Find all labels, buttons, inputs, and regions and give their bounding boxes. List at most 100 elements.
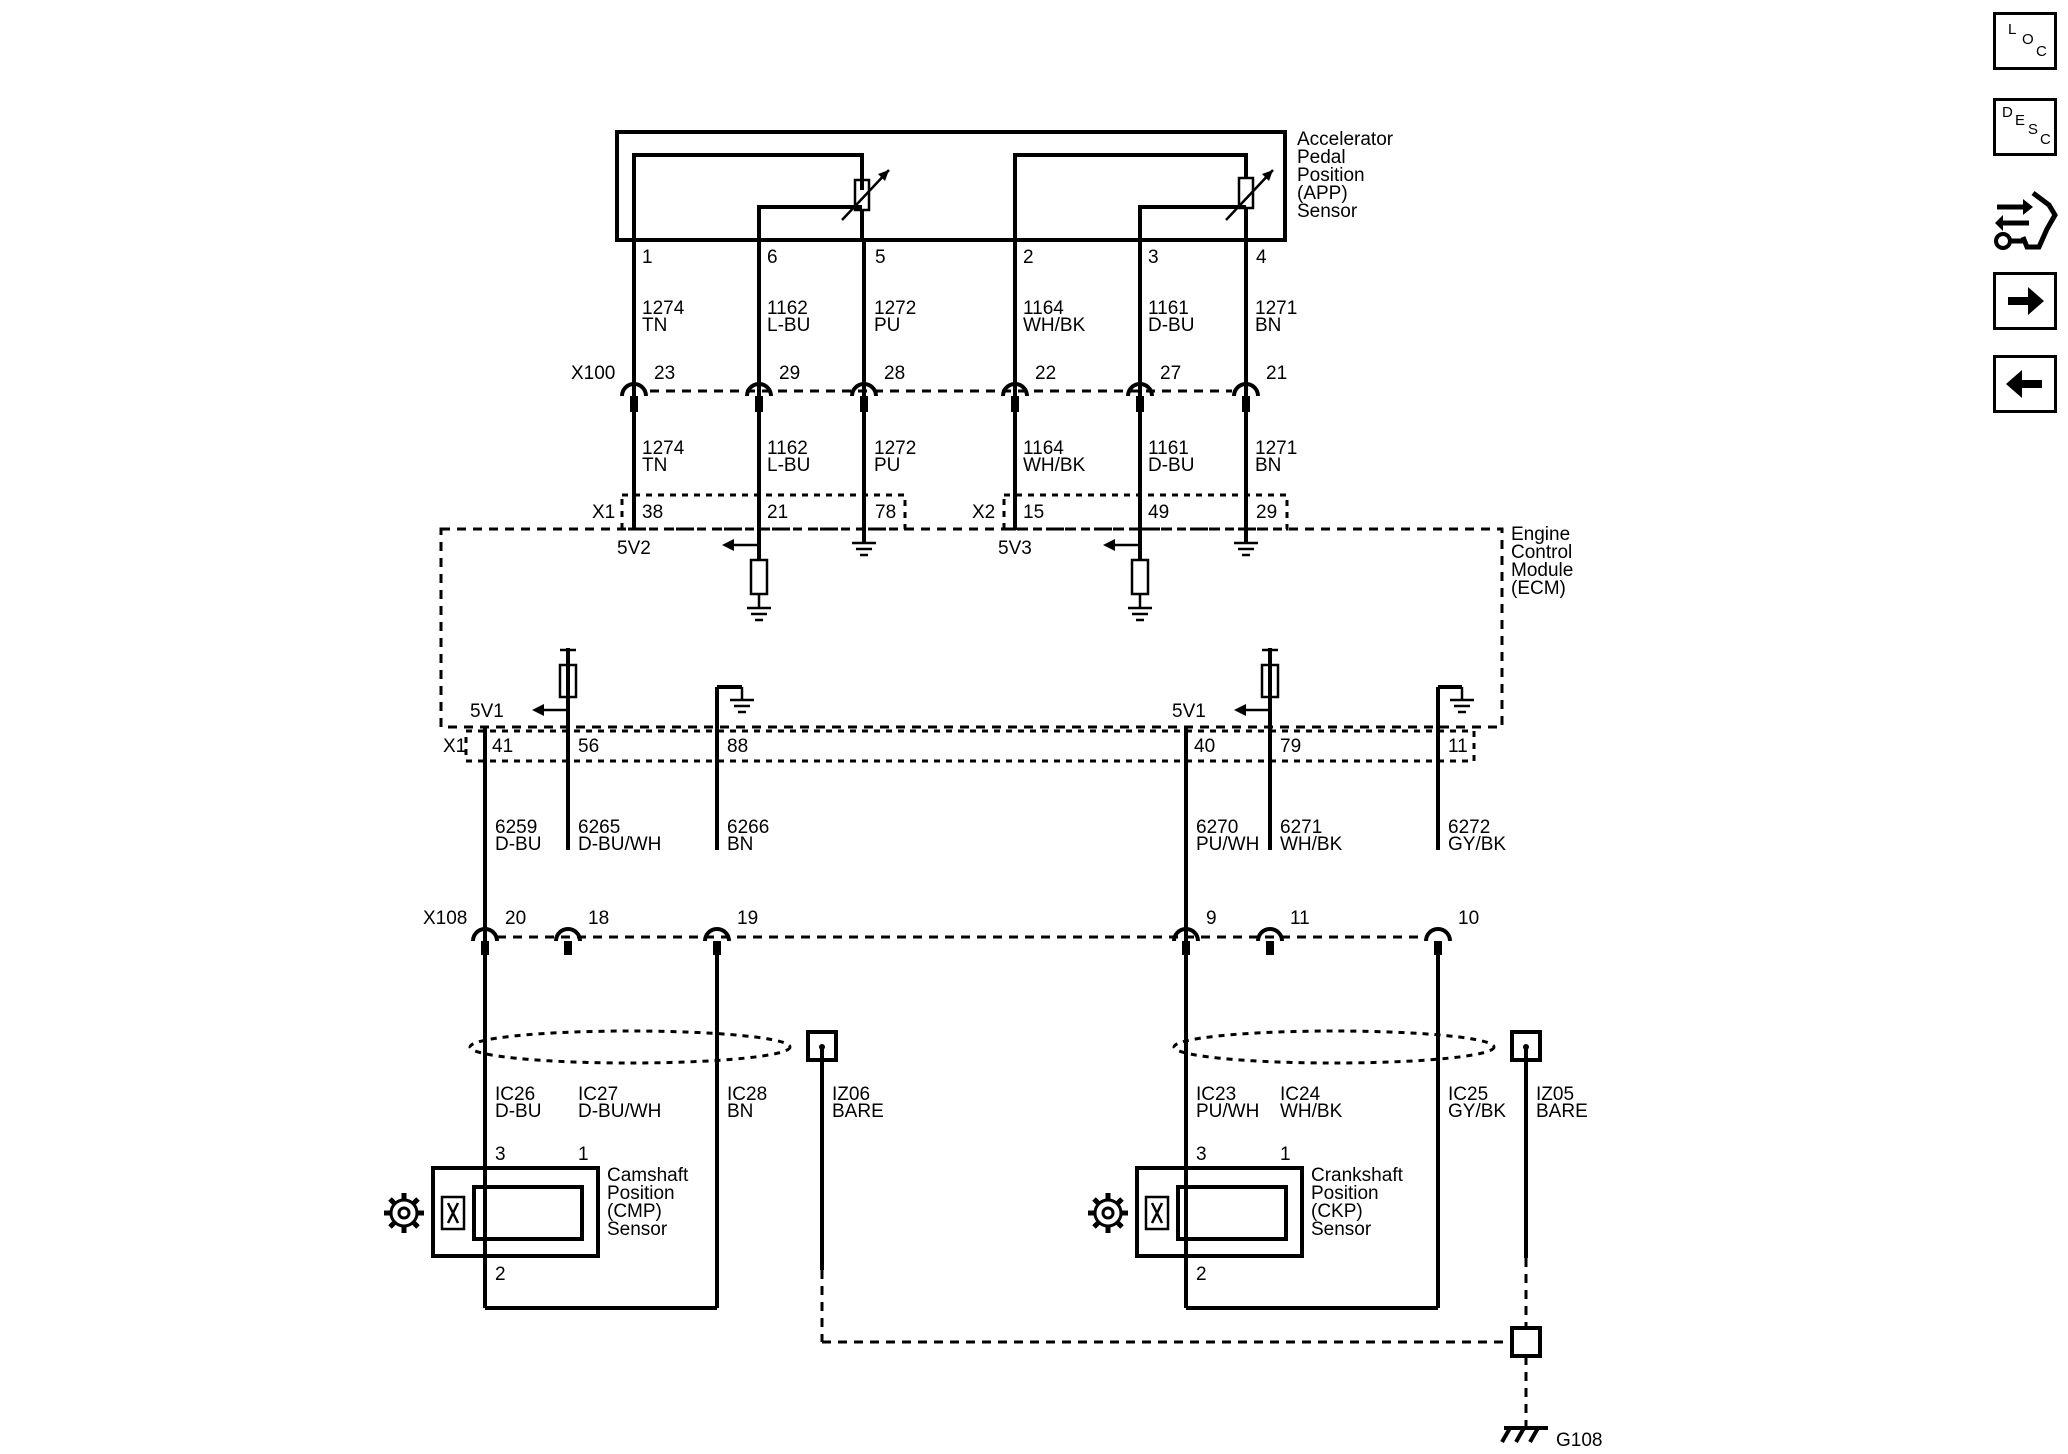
svg-text:TN: TN: [642, 315, 667, 336]
ecm-top-connector-x2: X2 15 49 29: [972, 493, 1289, 531]
svg-text:Position: Position: [1311, 1183, 1379, 1204]
svg-text:6265: 6265: [578, 817, 620, 838]
svg-text:6266: 6266: [727, 817, 769, 838]
svg-text:1161: 1161: [1148, 298, 1189, 319]
svg-text:D-BU: D-BU: [1148, 315, 1194, 336]
svg-text:1: 1: [642, 247, 653, 268]
svg-text:27: 27: [1160, 363, 1181, 384]
svg-text:BARE: BARE: [1536, 1101, 1588, 1122]
svg-text:WH/BK: WH/BK: [1023, 455, 1086, 476]
svg-text:4: 4: [1256, 247, 1267, 268]
svg-text:5: 5: [875, 247, 886, 268]
svg-text:IC27: IC27: [578, 1084, 618, 1105]
svg-text:Position: Position: [1297, 165, 1365, 186]
svg-text:78: 78: [875, 502, 896, 523]
svg-text:IC24: IC24: [1280, 1084, 1321, 1105]
svg-text:38: 38: [642, 502, 663, 523]
svg-text:5V2: 5V2: [617, 538, 651, 559]
arrow-left-icon: [2006, 370, 2042, 398]
description-button[interactable]: D E S C: [1993, 98, 2057, 156]
svg-text:Sensor: Sensor: [607, 1219, 668, 1240]
svg-text:2: 2: [1023, 247, 1034, 268]
svg-text:BN: BN: [727, 834, 753, 855]
svg-text:19: 19: [737, 908, 758, 929]
svg-text:5V1: 5V1: [1172, 701, 1206, 722]
svg-text:PU/WH: PU/WH: [1196, 834, 1259, 855]
svg-text:1271: 1271: [1255, 438, 1297, 459]
svg-text:49: 49: [1148, 502, 1169, 523]
svg-text:TN: TN: [642, 455, 667, 476]
svg-text:(CMP): (CMP): [607, 1201, 662, 1222]
svg-text:1274: 1274: [642, 438, 685, 459]
connector-x108: X108 20 18 19 9 11 10: [423, 908, 1479, 955]
connector-end-view-icon[interactable]: [1993, 185, 2059, 257]
svg-text:L-BU: L-BU: [767, 315, 810, 336]
svg-text:88: 88: [727, 736, 748, 757]
svg-text:PU: PU: [874, 315, 900, 336]
svg-text:D-BU/WH: D-BU/WH: [578, 1101, 661, 1122]
svg-text:BARE: BARE: [832, 1101, 884, 1122]
svg-text:6259: 6259: [495, 817, 537, 838]
ckp-sensor-circuit: [1088, 941, 1542, 1327]
location-button[interactable]: L O C: [1993, 12, 2057, 70]
svg-text:Sensor: Sensor: [1311, 1219, 1372, 1240]
ecm-module: 5V2 5V3: [439, 527, 1504, 850]
svg-text:X100: X100: [571, 363, 615, 384]
svg-text:41: 41: [492, 736, 513, 757]
svg-text:15: 15: [1023, 502, 1044, 523]
svg-text:PU: PU: [874, 455, 900, 476]
svg-text:X108: X108: [423, 908, 467, 929]
svg-text:1272: 1272: [874, 298, 916, 319]
svg-text:X1: X1: [443, 736, 466, 757]
svg-text:79: 79: [1280, 736, 1301, 757]
previous-button[interactable]: [1993, 355, 2057, 413]
svg-text:D-BU: D-BU: [1148, 455, 1194, 476]
svg-text:D-BU/WH: D-BU/WH: [578, 834, 661, 855]
svg-text:11: 11: [1448, 736, 1468, 757]
svg-text:IC26: IC26: [495, 1084, 535, 1105]
svg-text:IC23: IC23: [1196, 1084, 1236, 1105]
svg-text:6271: 6271: [1280, 817, 1322, 838]
svg-text:1162: 1162: [767, 438, 808, 459]
ecm-top-connector-x1: X1 38 21 78: [592, 493, 907, 531]
svg-text:5V3: 5V3: [998, 538, 1032, 559]
svg-text:GY/BK: GY/BK: [1448, 834, 1506, 855]
svg-text:3: 3: [495, 1144, 506, 1165]
svg-text:1164: 1164: [1023, 298, 1064, 319]
svg-text:IZ05: IZ05: [1536, 1084, 1574, 1105]
svg-text:D-BU: D-BU: [495, 1101, 541, 1122]
svg-text:3: 3: [1196, 1144, 1207, 1165]
svg-text:21: 21: [767, 502, 788, 523]
svg-text:6270: 6270: [1196, 817, 1238, 838]
svg-text:6272: 6272: [1448, 817, 1490, 838]
svg-text:PU/WH: PU/WH: [1196, 1101, 1259, 1122]
svg-text:40: 40: [1194, 736, 1215, 757]
svg-text:X1: X1: [592, 502, 615, 523]
svg-text:28: 28: [884, 363, 905, 384]
svg-text:BN: BN: [1255, 455, 1281, 476]
svg-text:(ECM): (ECM): [1511, 578, 1566, 599]
gear-icon: [384, 1193, 424, 1233]
svg-text:56: 56: [578, 736, 599, 757]
svg-text:3: 3: [1148, 247, 1159, 268]
svg-text:BN: BN: [1255, 315, 1281, 336]
svg-text:Control: Control: [1511, 542, 1572, 563]
next-button[interactable]: [1993, 272, 2057, 330]
svg-text:BN: BN: [727, 1101, 753, 1122]
connector-x100: X100 23 29 28 22 27 21: [571, 363, 1287, 412]
sensor-circuit-wires: [483, 727, 1188, 1308]
svg-text:Position: Position: [607, 1183, 675, 1204]
svg-text:1274: 1274: [642, 298, 685, 319]
svg-text:GY/BK: GY/BK: [1448, 1101, 1506, 1122]
svg-text:D-BU: D-BU: [495, 834, 541, 855]
svg-text:21: 21: [1266, 363, 1287, 384]
svg-text:IZ06: IZ06: [832, 1084, 870, 1105]
svg-text:1164: 1164: [1023, 438, 1064, 459]
svg-text:(CKP): (CKP): [1311, 1201, 1363, 1222]
app-sensor-label: Accelerator Pedal Position (APP) Sensor: [1297, 129, 1394, 222]
ecm-bottom-connector-x1: X1 41 56 88 40 79 11: [443, 729, 1476, 763]
